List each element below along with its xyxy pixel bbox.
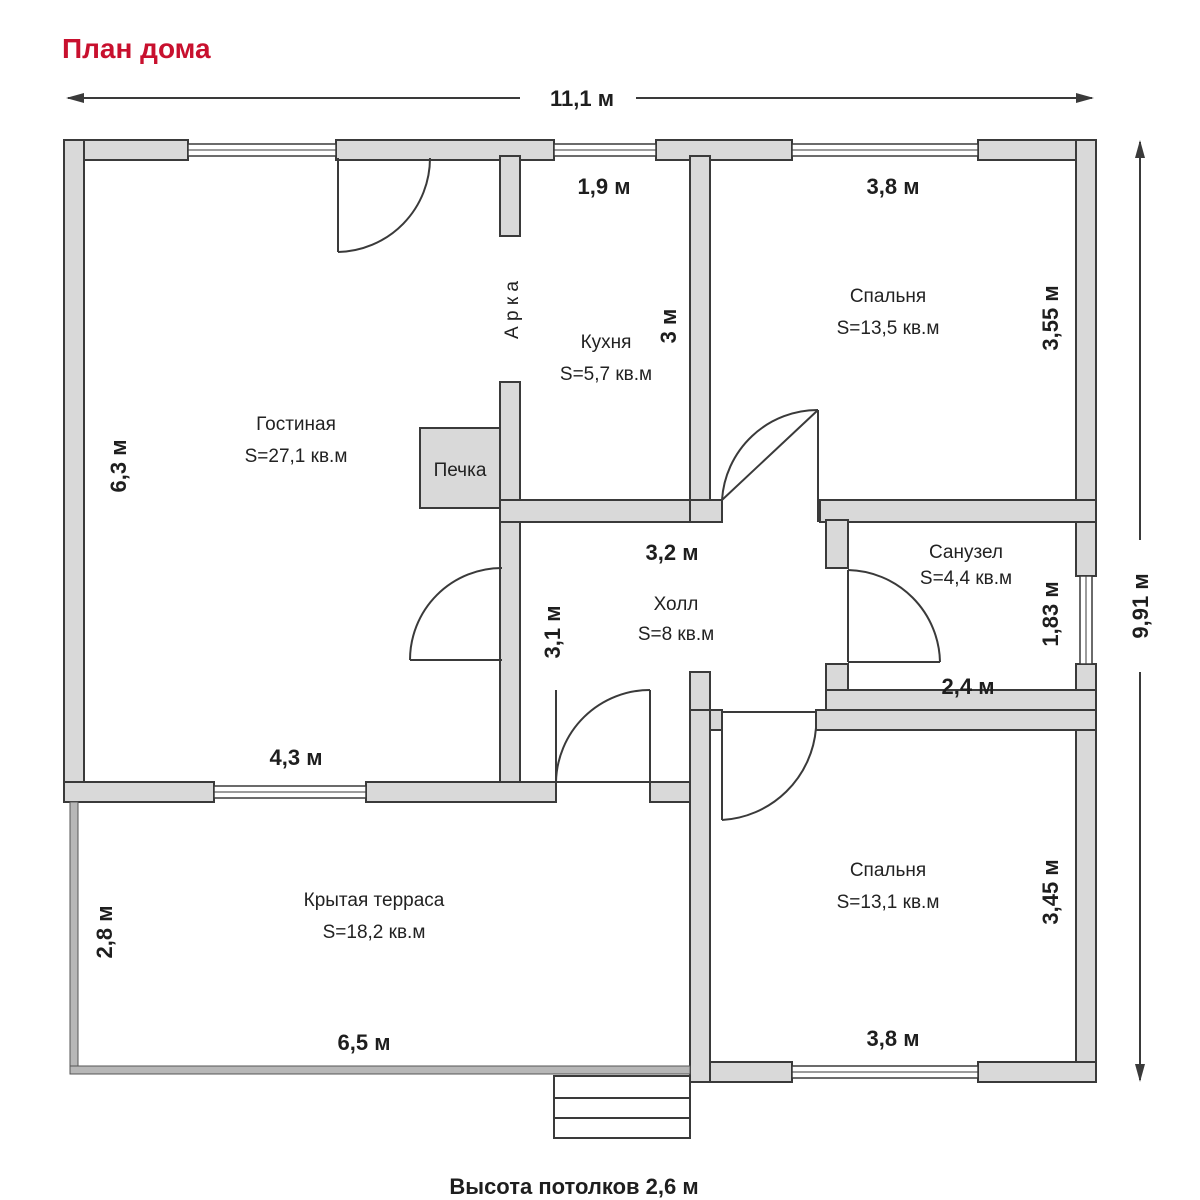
- room-hall-side: 3,1 м: [540, 606, 565, 659]
- room-kitchen-side: 3 м: [656, 309, 681, 344]
- room-bathroom-side: 1,83 м: [1038, 581, 1063, 646]
- room-bedroom-1-name: Спальня: [850, 286, 926, 307]
- room-hall-area: S=8 кв.м: [638, 624, 714, 645]
- overall-width-label: 11,1 м: [550, 86, 614, 111]
- room-living-area: S=27,1 кв.м: [245, 446, 348, 467]
- room-bedroom-1-area: S=13,5 кв.м: [837, 318, 940, 339]
- room-bathroom-name: Санузел: [929, 542, 1003, 563]
- entrance-steps: [553, 1075, 691, 1139]
- room-bathroom-bottom: 2,4 м: [942, 674, 995, 699]
- room-terrace-area: S=18,2 кв.м: [323, 922, 426, 943]
- room-bedroom-1-side: 3,55 м: [1038, 285, 1063, 350]
- overall-width-dimension: 11,1 м: [66, 86, 1094, 111]
- interior-walls: [499, 155, 1097, 1083]
- room-terrace-side: 2,8 м: [92, 906, 117, 959]
- overall-height-label: 9,91 м: [1128, 573, 1153, 638]
- room-bathroom-area: S=4,4 кв.м: [920, 568, 1012, 589]
- room-terrace-bottom: 6,5 м: [338, 1030, 391, 1055]
- windows: [187, 143, 1093, 1079]
- room-bedroom-1: Спальня S=13,5 кв.м 3,8 м 3,55 м: [837, 174, 1063, 351]
- room-kitchen-name: Кухня: [581, 332, 632, 353]
- room-terrace: Крытая терраса S=18,2 кв.м 2,8 м 6,5 м: [92, 890, 445, 1055]
- doors: [337, 157, 941, 821]
- plan-title: План дома: [62, 33, 211, 64]
- arch-label: А р к а: [502, 281, 523, 339]
- ceiling-height-note: Высота потолков 2,6 м: [449, 1174, 698, 1199]
- room-bathroom: Санузел S=4,4 кв.м 1,83 м 2,4 м: [920, 542, 1063, 699]
- room-bedroom-2-bottom: 3,8 м: [867, 1026, 920, 1051]
- room-bedroom-2-name: Спальня: [850, 860, 926, 881]
- room-hall: 3,2 м Холл S=8 кв.м 3,1 м: [540, 540, 714, 658]
- overall-height-dimension: 9,91 м: [1128, 140, 1153, 1082]
- room-living: Гостиная S=27,1 кв.м 6,3 м 4,3 м: [106, 414, 347, 770]
- room-bedroom-2-area: S=13,1 кв.м: [837, 892, 940, 913]
- stove-label: Печка: [434, 460, 487, 481]
- room-bedroom-2: Спальня S=13,1 кв.м 3,45 м 3,8 м: [837, 859, 1063, 1051]
- room-bedroom-1-top: 3,8 м: [867, 174, 920, 199]
- room-living-side: 6,3 м: [106, 440, 131, 493]
- room-terrace-name: Крытая терраса: [304, 890, 445, 911]
- room-bedroom-2-side: 3,45 м: [1038, 859, 1063, 924]
- room-living-bottom: 4,3 м: [270, 745, 323, 770]
- stove: Печка: [419, 427, 501, 509]
- exterior-walls: [63, 139, 1097, 1083]
- room-hall-top: 3,2 м: [646, 540, 699, 565]
- room-hall-name: Холл: [654, 594, 699, 615]
- room-kitchen-area: S=5,7 кв.м: [560, 364, 652, 385]
- room-kitchen: Кухня S=5,7 кв.м 1,9 м 3 м: [560, 174, 681, 385]
- terrace-outline: [69, 801, 691, 1075]
- room-kitchen-top: 1,9 м: [578, 174, 631, 199]
- room-living-name: Гостиная: [256, 414, 336, 435]
